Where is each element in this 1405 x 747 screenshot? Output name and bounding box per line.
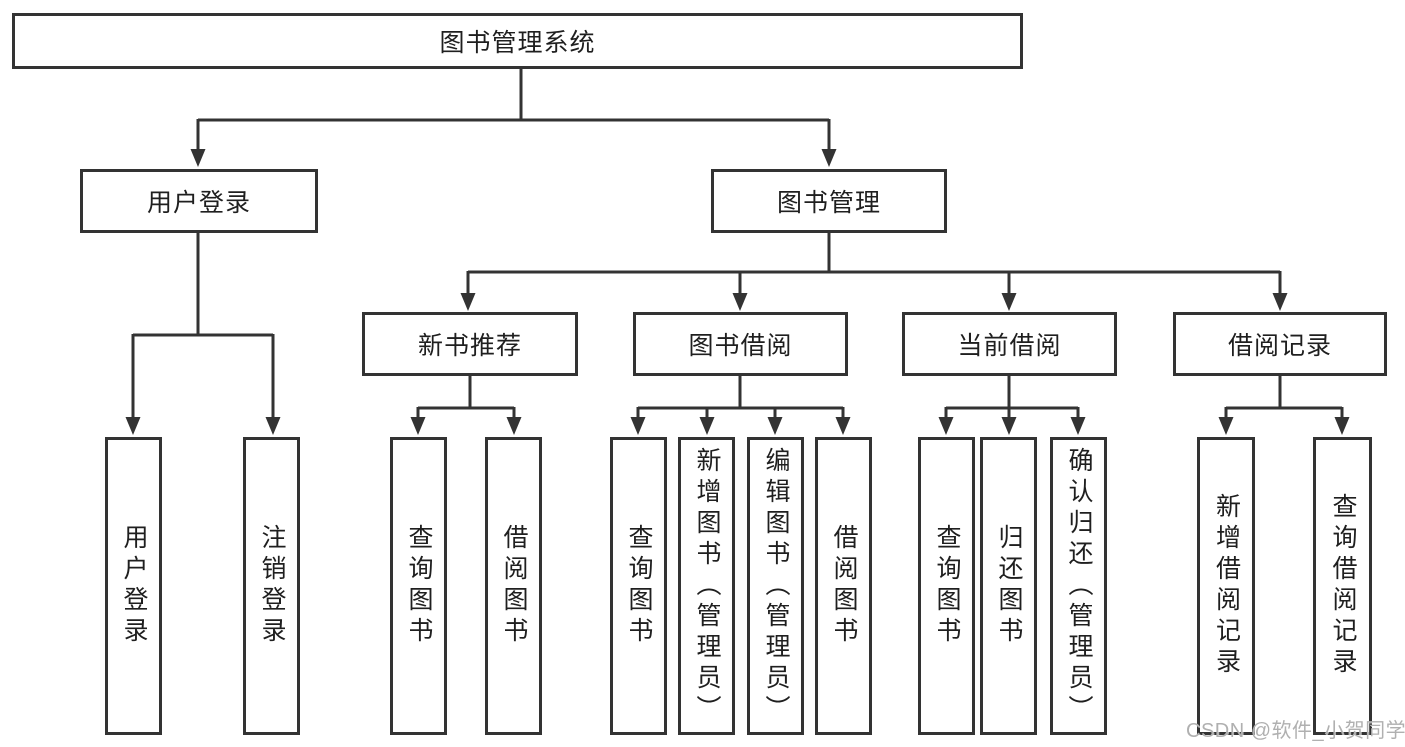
leaf-borrow-books-borrow: 借阅图书 — [815, 437, 872, 735]
node-root-system-label: 图书管理系统 — [439, 29, 596, 57]
node-current-borrow: 当前借阅 — [902, 312, 1117, 376]
node-borrow-records: 借阅记录 — [1173, 312, 1387, 376]
leaf-query-books-borrow: 查询图书 — [610, 437, 667, 735]
leaf-edit-book-admin: 编辑图书（管理员） — [747, 437, 804, 735]
node-new-book-recommend: 新书推荐 — [362, 312, 578, 376]
leaf-borrow-books-borrow-label: 借阅图书 — [830, 524, 858, 648]
node-current-borrow-label: 当前借阅 — [957, 332, 1062, 360]
leaf-query-books-current-label: 查询图书 — [933, 524, 961, 648]
node-book-management-label: 图书管理 — [776, 189, 881, 217]
leaf-add-borrow-record: 新增借阅记录 — [1197, 437, 1255, 735]
leaf-query-books-borrow-label: 查询图书 — [625, 524, 653, 648]
leaf-confirm-return-admin-label: 确认归还（管理员） — [1065, 446, 1093, 726]
leaf-user-login: 用户登录 — [105, 437, 162, 735]
leaf-return-book: 归还图书 — [980, 437, 1037, 735]
leaf-logout: 注销登录 — [243, 437, 300, 735]
leaf-add-borrow-record-label: 新增借阅记录 — [1212, 493, 1241, 679]
node-root-system: 图书管理系统 — [12, 13, 1023, 69]
leaf-query-books-recommend: 查询图书 — [390, 437, 447, 735]
node-book-borrow-label: 图书借阅 — [688, 332, 793, 360]
leaf-query-books-current: 查询图书 — [918, 437, 975, 735]
leaf-user-login-label: 用户登录 — [120, 524, 148, 648]
node-book-borrow: 图书借阅 — [633, 312, 848, 376]
node-new-book-recommend-label: 新书推荐 — [417, 332, 522, 360]
leaf-query-borrow-record: 查询借阅记录 — [1313, 437, 1372, 735]
node-user-login-label: 用户登录 — [146, 189, 251, 217]
leaf-return-book-label: 归还图书 — [995, 524, 1023, 648]
leaf-logout-label: 注销登录 — [258, 524, 286, 648]
csdn-watermark: CSDN @软件_小贺同学 — [1186, 720, 1405, 742]
leaf-query-books-recommend-label: 查询图书 — [405, 524, 433, 648]
leaf-query-borrow-record-label: 查询借阅记录 — [1329, 493, 1357, 679]
node-user-login: 用户登录 — [80, 169, 318, 233]
leaf-add-book-admin-label: 新增图书（管理员） — [693, 446, 721, 726]
leaf-edit-book-admin-label: 编辑图书（管理员） — [762, 446, 790, 726]
leaf-confirm-return-admin: 确认归还（管理员） — [1050, 437, 1107, 735]
node-borrow-records-label: 借阅记录 — [1227, 332, 1332, 360]
leaf-add-book-admin: 新增图书（管理员） — [678, 437, 735, 735]
node-book-management: 图书管理 — [711, 169, 947, 233]
leaf-borrow-books-recommend: 借阅图书 — [485, 437, 542, 735]
leaf-borrow-books-recommend-label: 借阅图书 — [500, 524, 528, 648]
